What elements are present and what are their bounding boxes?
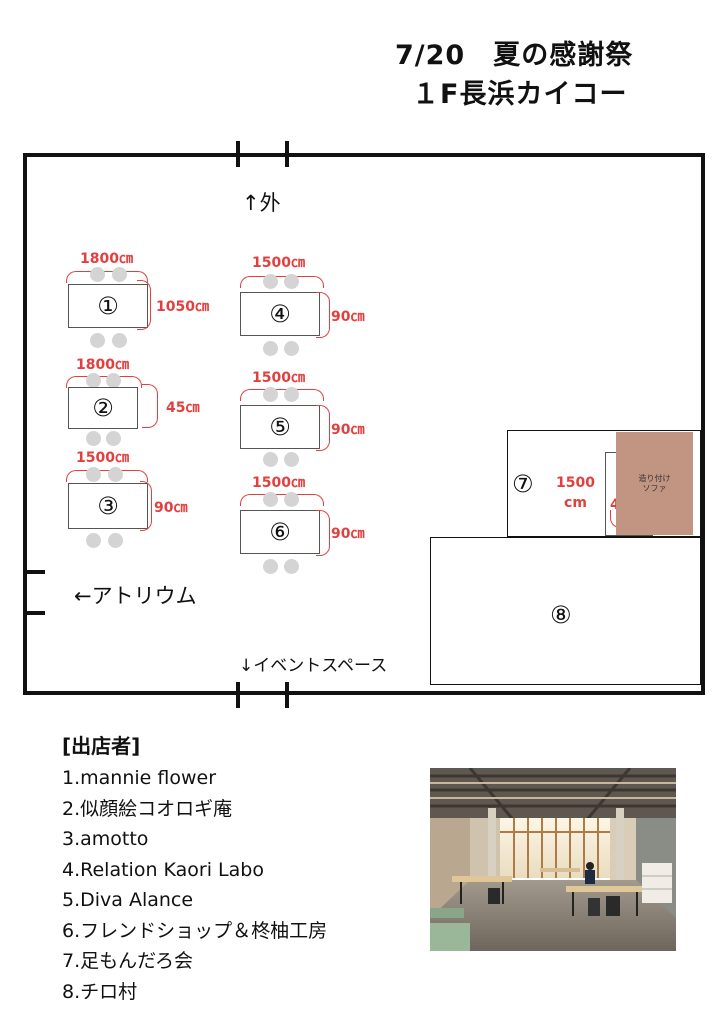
event-space-label: ↓イベントスペース bbox=[239, 656, 388, 676]
width-label: 1800㎝ bbox=[76, 357, 129, 373]
table-number: ⑥ bbox=[269, 518, 291, 546]
sofa-label-line1: 造り付け bbox=[638, 473, 671, 483]
list-item: 3.amotto bbox=[62, 828, 149, 850]
table-number: ④ bbox=[269, 300, 291, 328]
area-8-number: ⑧ bbox=[550, 601, 572, 629]
chair bbox=[112, 333, 127, 348]
side-label: 45㎝ bbox=[166, 400, 200, 416]
table-3: ③ bbox=[68, 483, 148, 529]
side-label: 1050㎝ bbox=[156, 299, 209, 315]
area-8 bbox=[430, 537, 701, 685]
chair bbox=[263, 274, 278, 289]
wall-right bbox=[701, 153, 705, 695]
width-label: 1800㎝ bbox=[80, 251, 133, 267]
wall-top bbox=[23, 153, 705, 157]
table-2: ② bbox=[68, 387, 138, 429]
width-brace bbox=[66, 271, 148, 283]
list-item: 8.チロ村 bbox=[62, 980, 138, 1003]
table-4: ④ bbox=[240, 292, 320, 336]
sofa-label-line2: ソファ bbox=[642, 483, 667, 493]
side-label: 90㎝ bbox=[331, 526, 365, 542]
wall-left bbox=[23, 153, 27, 695]
chair bbox=[106, 431, 121, 446]
door-mark-bottom-right bbox=[285, 682, 289, 708]
venue-title: １F長浜カイコー bbox=[412, 79, 628, 110]
list-item: 6.フレンドショップ＆柊柚工房 bbox=[62, 919, 328, 942]
chair bbox=[284, 559, 299, 574]
list-item: 1.mannie flower bbox=[62, 767, 217, 789]
area-7-number: ⑦ bbox=[512, 470, 534, 498]
chair bbox=[263, 559, 278, 574]
table-5: ⑤ bbox=[240, 405, 320, 449]
chair bbox=[284, 492, 299, 507]
venue-photo-image bbox=[430, 768, 676, 951]
width-label: 1500㎝ bbox=[76, 450, 129, 466]
venue-photo bbox=[430, 768, 676, 951]
chair bbox=[106, 373, 121, 388]
exhibitor-heading: [出店者] bbox=[62, 734, 141, 758]
chair bbox=[284, 341, 299, 356]
chair bbox=[284, 387, 299, 402]
chair bbox=[108, 467, 123, 482]
width-brace bbox=[240, 494, 324, 506]
table-number: ⑤ bbox=[269, 413, 291, 441]
door-mark-top-right bbox=[285, 141, 289, 167]
outside-label: ↑外 bbox=[242, 191, 281, 215]
table-number: ③ bbox=[97, 492, 119, 520]
chair bbox=[86, 533, 101, 548]
side-brace bbox=[142, 384, 158, 428]
exhibitor-list: [出店者] 1.mannie flower 2.似顔絵コオロギ庵 3.amott… bbox=[62, 730, 327, 1007]
table-6: ⑥ bbox=[240, 510, 320, 554]
width-label: 1500㎝ bbox=[252, 370, 305, 386]
chair bbox=[263, 452, 278, 467]
side-brace bbox=[316, 405, 330, 451]
door-mark-left-bottom bbox=[23, 611, 45, 615]
chair bbox=[263, 341, 278, 356]
width-brace bbox=[240, 389, 324, 401]
chair bbox=[284, 452, 299, 467]
door-mark-top-left bbox=[236, 141, 240, 167]
width-label: 1500㎝ bbox=[252, 475, 305, 491]
side-label: 90㎝ bbox=[154, 500, 188, 516]
list-item: 4.Relation Kaori Labo bbox=[62, 858, 264, 881]
chair bbox=[263, 492, 278, 507]
chair bbox=[284, 274, 299, 289]
side-brace bbox=[316, 510, 330, 556]
chair bbox=[86, 373, 101, 388]
area-7-length-value: 1500 bbox=[556, 475, 595, 491]
chair bbox=[86, 431, 101, 446]
chair bbox=[263, 387, 278, 402]
list-item: 5.Diva Alance bbox=[62, 889, 194, 911]
door-mark-left-top bbox=[23, 570, 45, 574]
door-mark-bottom-left bbox=[236, 682, 240, 708]
chair bbox=[86, 467, 101, 482]
area-7-length-label: 1500 cm bbox=[556, 473, 595, 513]
built-in-sofa: 造り付け ソファ bbox=[616, 432, 693, 535]
width-brace bbox=[240, 276, 324, 288]
side-brace bbox=[316, 292, 330, 338]
chair bbox=[112, 267, 127, 282]
atrium-label: ←アトリウム bbox=[74, 584, 197, 608]
table-number: ② bbox=[92, 394, 114, 422]
chair bbox=[90, 267, 105, 282]
list-item: 7.足もんだろ会 bbox=[62, 950, 193, 972]
table-number: ① bbox=[97, 292, 119, 320]
chair bbox=[108, 533, 123, 548]
side-brace bbox=[140, 481, 152, 531]
width-label: 1500㎝ bbox=[252, 255, 305, 271]
list-item: 2.似顔絵コオロギ庵 bbox=[62, 797, 233, 820]
width-brace bbox=[66, 376, 142, 388]
table-1: ① bbox=[68, 284, 148, 328]
wall-bottom bbox=[23, 691, 705, 695]
side-label: 90㎝ bbox=[331, 309, 365, 325]
area-7-length-unit: cm bbox=[564, 495, 587, 511]
event-title: 7/20 夏の感謝祭 bbox=[395, 40, 634, 71]
width-brace bbox=[66, 470, 148, 482]
side-label: 90㎝ bbox=[331, 422, 365, 438]
chair bbox=[90, 333, 105, 348]
side-brace bbox=[137, 280, 151, 330]
